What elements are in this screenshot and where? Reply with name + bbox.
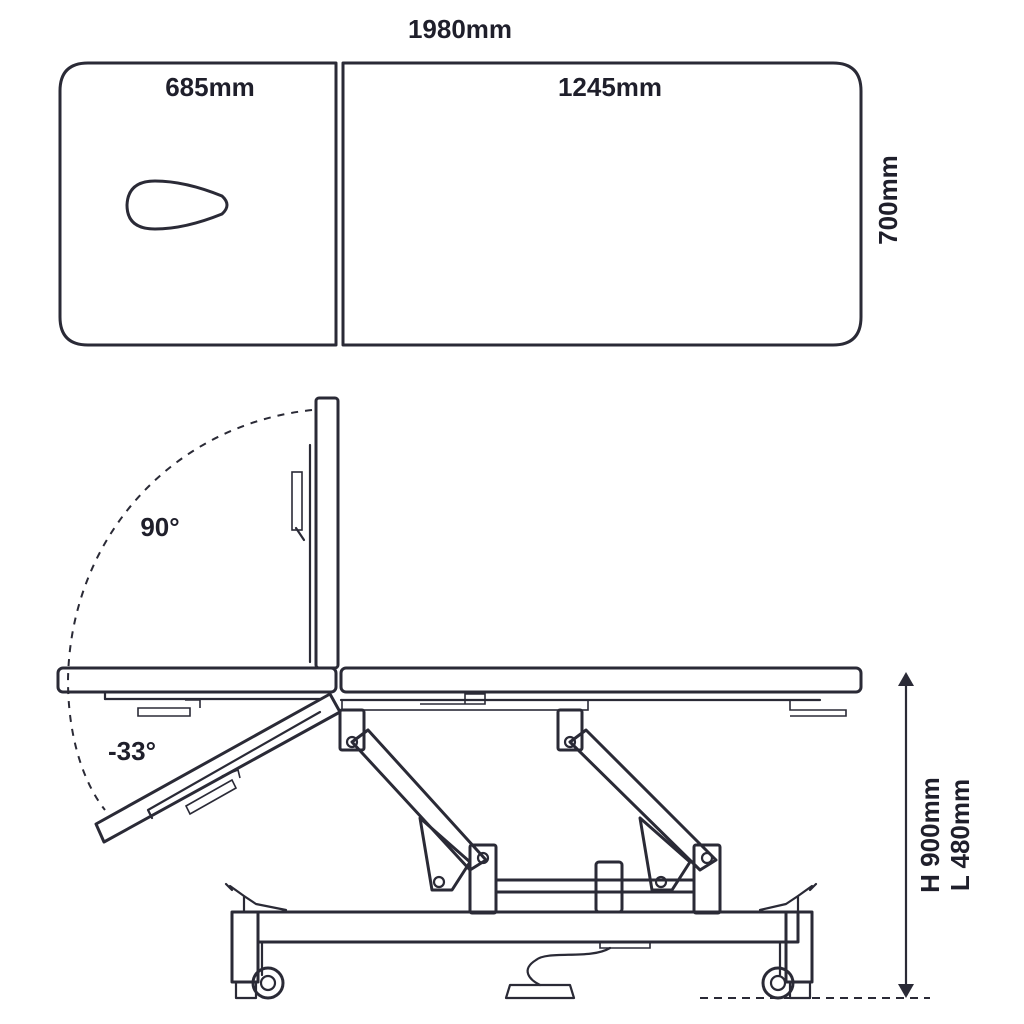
head-section-label: 685mm [165,72,255,102]
left-castor [224,882,288,1000]
side-view: 90° -33° [56,396,975,1000]
head-section-flat [56,666,338,717]
width-label: 700mm [873,155,903,245]
head-section-lowered [94,692,342,844]
face-hole [125,179,229,231]
base-frame [256,910,800,977]
angle-up-label: 90° [140,512,179,542]
right-castor [758,882,818,1000]
foot-switch [504,946,612,1000]
scissor-lift [338,708,722,915]
tilt-range-arc [66,409,313,811]
backrest-raised [291,396,340,670]
height-min-label: L 480mm [945,779,975,891]
height-dimension-arrow [898,672,914,998]
overall-length-label: 1980mm [408,14,512,44]
angle-down-label: -33° [108,736,156,766]
head-section-outline [58,61,338,347]
top-view: 1980mm 685mm 1245mm 700mm [58,14,903,347]
body-section-outline [341,61,863,347]
body-section-top [339,666,863,717]
height-max-label: H 900mm [915,777,945,893]
body-section-label: 1245mm [558,72,662,102]
